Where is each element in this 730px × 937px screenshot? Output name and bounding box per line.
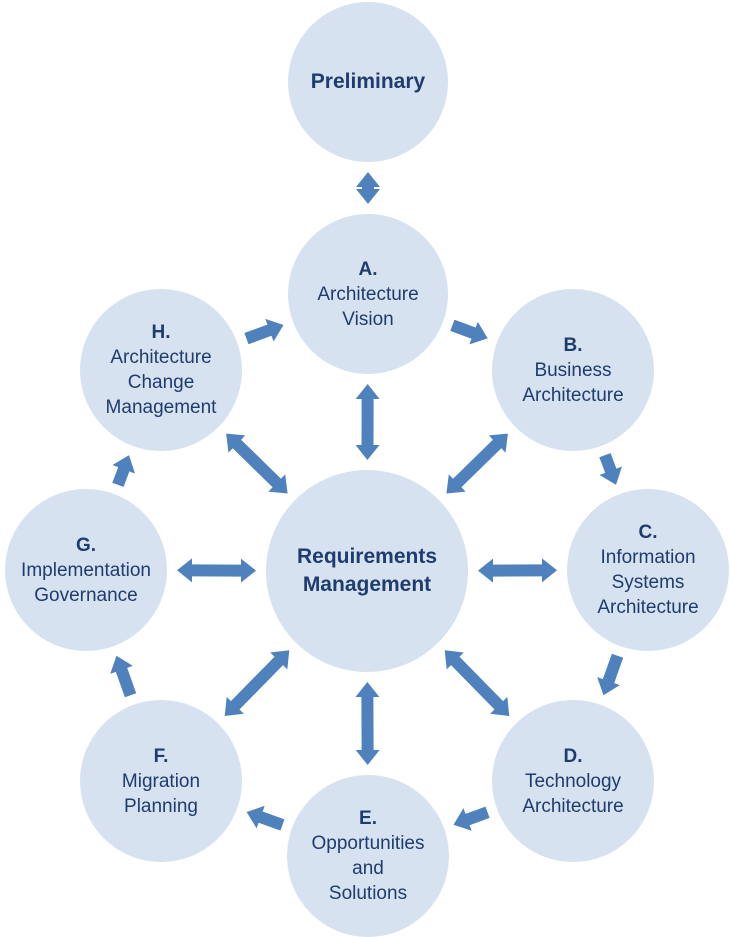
arrow-b-to-c bbox=[599, 453, 622, 485]
node-e-label: Opportunities and Solutions bbox=[311, 833, 425, 904]
arrow-e-to-f bbox=[246, 805, 285, 831]
arrow-d-to-e bbox=[453, 806, 490, 831]
node-technology-architecture: D. Technology Architecture bbox=[492, 700, 654, 862]
node-b-label: Business Architecture bbox=[522, 359, 624, 406]
node-a-letter: A. bbox=[358, 258, 378, 280]
node-h-letter: H. bbox=[151, 322, 171, 343]
arrow-center-to-b bbox=[446, 433, 508, 494]
arrow-center-to-c bbox=[478, 558, 557, 583]
node-c-letter: C. bbox=[638, 522, 658, 543]
node-d-label: Technology Architecture bbox=[522, 770, 624, 817]
node-business-architecture: B. Business Architecture bbox=[492, 289, 654, 451]
node-g-label: Implementation Governance bbox=[21, 559, 151, 606]
arrow-center-to-e bbox=[355, 682, 380, 765]
arrow-g-to-h bbox=[112, 455, 135, 487]
node-preliminary: Preliminary bbox=[288, 2, 448, 162]
node-a-label: Architecture Vision bbox=[317, 283, 419, 330]
arrow-center-to-f bbox=[224, 650, 290, 716]
node-information-systems-architecture: C. Information Systems Architecture bbox=[567, 489, 729, 651]
node-implementation-governance: G. Implementation Governance bbox=[5, 489, 167, 651]
node-f-letter: F. bbox=[153, 745, 169, 767]
node-preliminary-label: Preliminary bbox=[310, 70, 426, 93]
arrow-center-to-a bbox=[355, 384, 380, 460]
arrow-center-to-g bbox=[177, 558, 256, 583]
arrow-f-to-g bbox=[110, 655, 137, 698]
node-g-letter: G. bbox=[75, 534, 97, 556]
node-f-label: Migration Planning bbox=[121, 770, 201, 817]
node-opportunities-and-solutions: E. Opportunities and Solutions bbox=[287, 775, 449, 937]
node-center-label: Requirements Management bbox=[296, 545, 438, 596]
node-architecture-change-management: H. Architecture Change Management bbox=[80, 289, 242, 451]
node-migration-planning: F. Migration Planning bbox=[80, 700, 242, 862]
node-b-letter: B. bbox=[563, 334, 583, 356]
node-e-letter: E. bbox=[359, 808, 377, 829]
node-architecture-vision: A. Architecture Vision bbox=[288, 214, 448, 374]
node-d-letter: D. bbox=[563, 745, 583, 767]
arrow-c-to-d bbox=[597, 653, 624, 696]
node-requirements-management: Requirements Management bbox=[266, 470, 468, 672]
node-c-label: Information Systems Architecture bbox=[597, 547, 699, 618]
arrow-a-to-b bbox=[450, 319, 488, 345]
node-h-label: Architecture Change Management bbox=[105, 347, 217, 418]
arrow-center-to-h bbox=[226, 433, 288, 494]
arrow-preliminary-to-a bbox=[356, 172, 380, 204]
arrow-center-to-d bbox=[444, 650, 510, 716]
arrow-h-to-a bbox=[244, 318, 284, 345]
